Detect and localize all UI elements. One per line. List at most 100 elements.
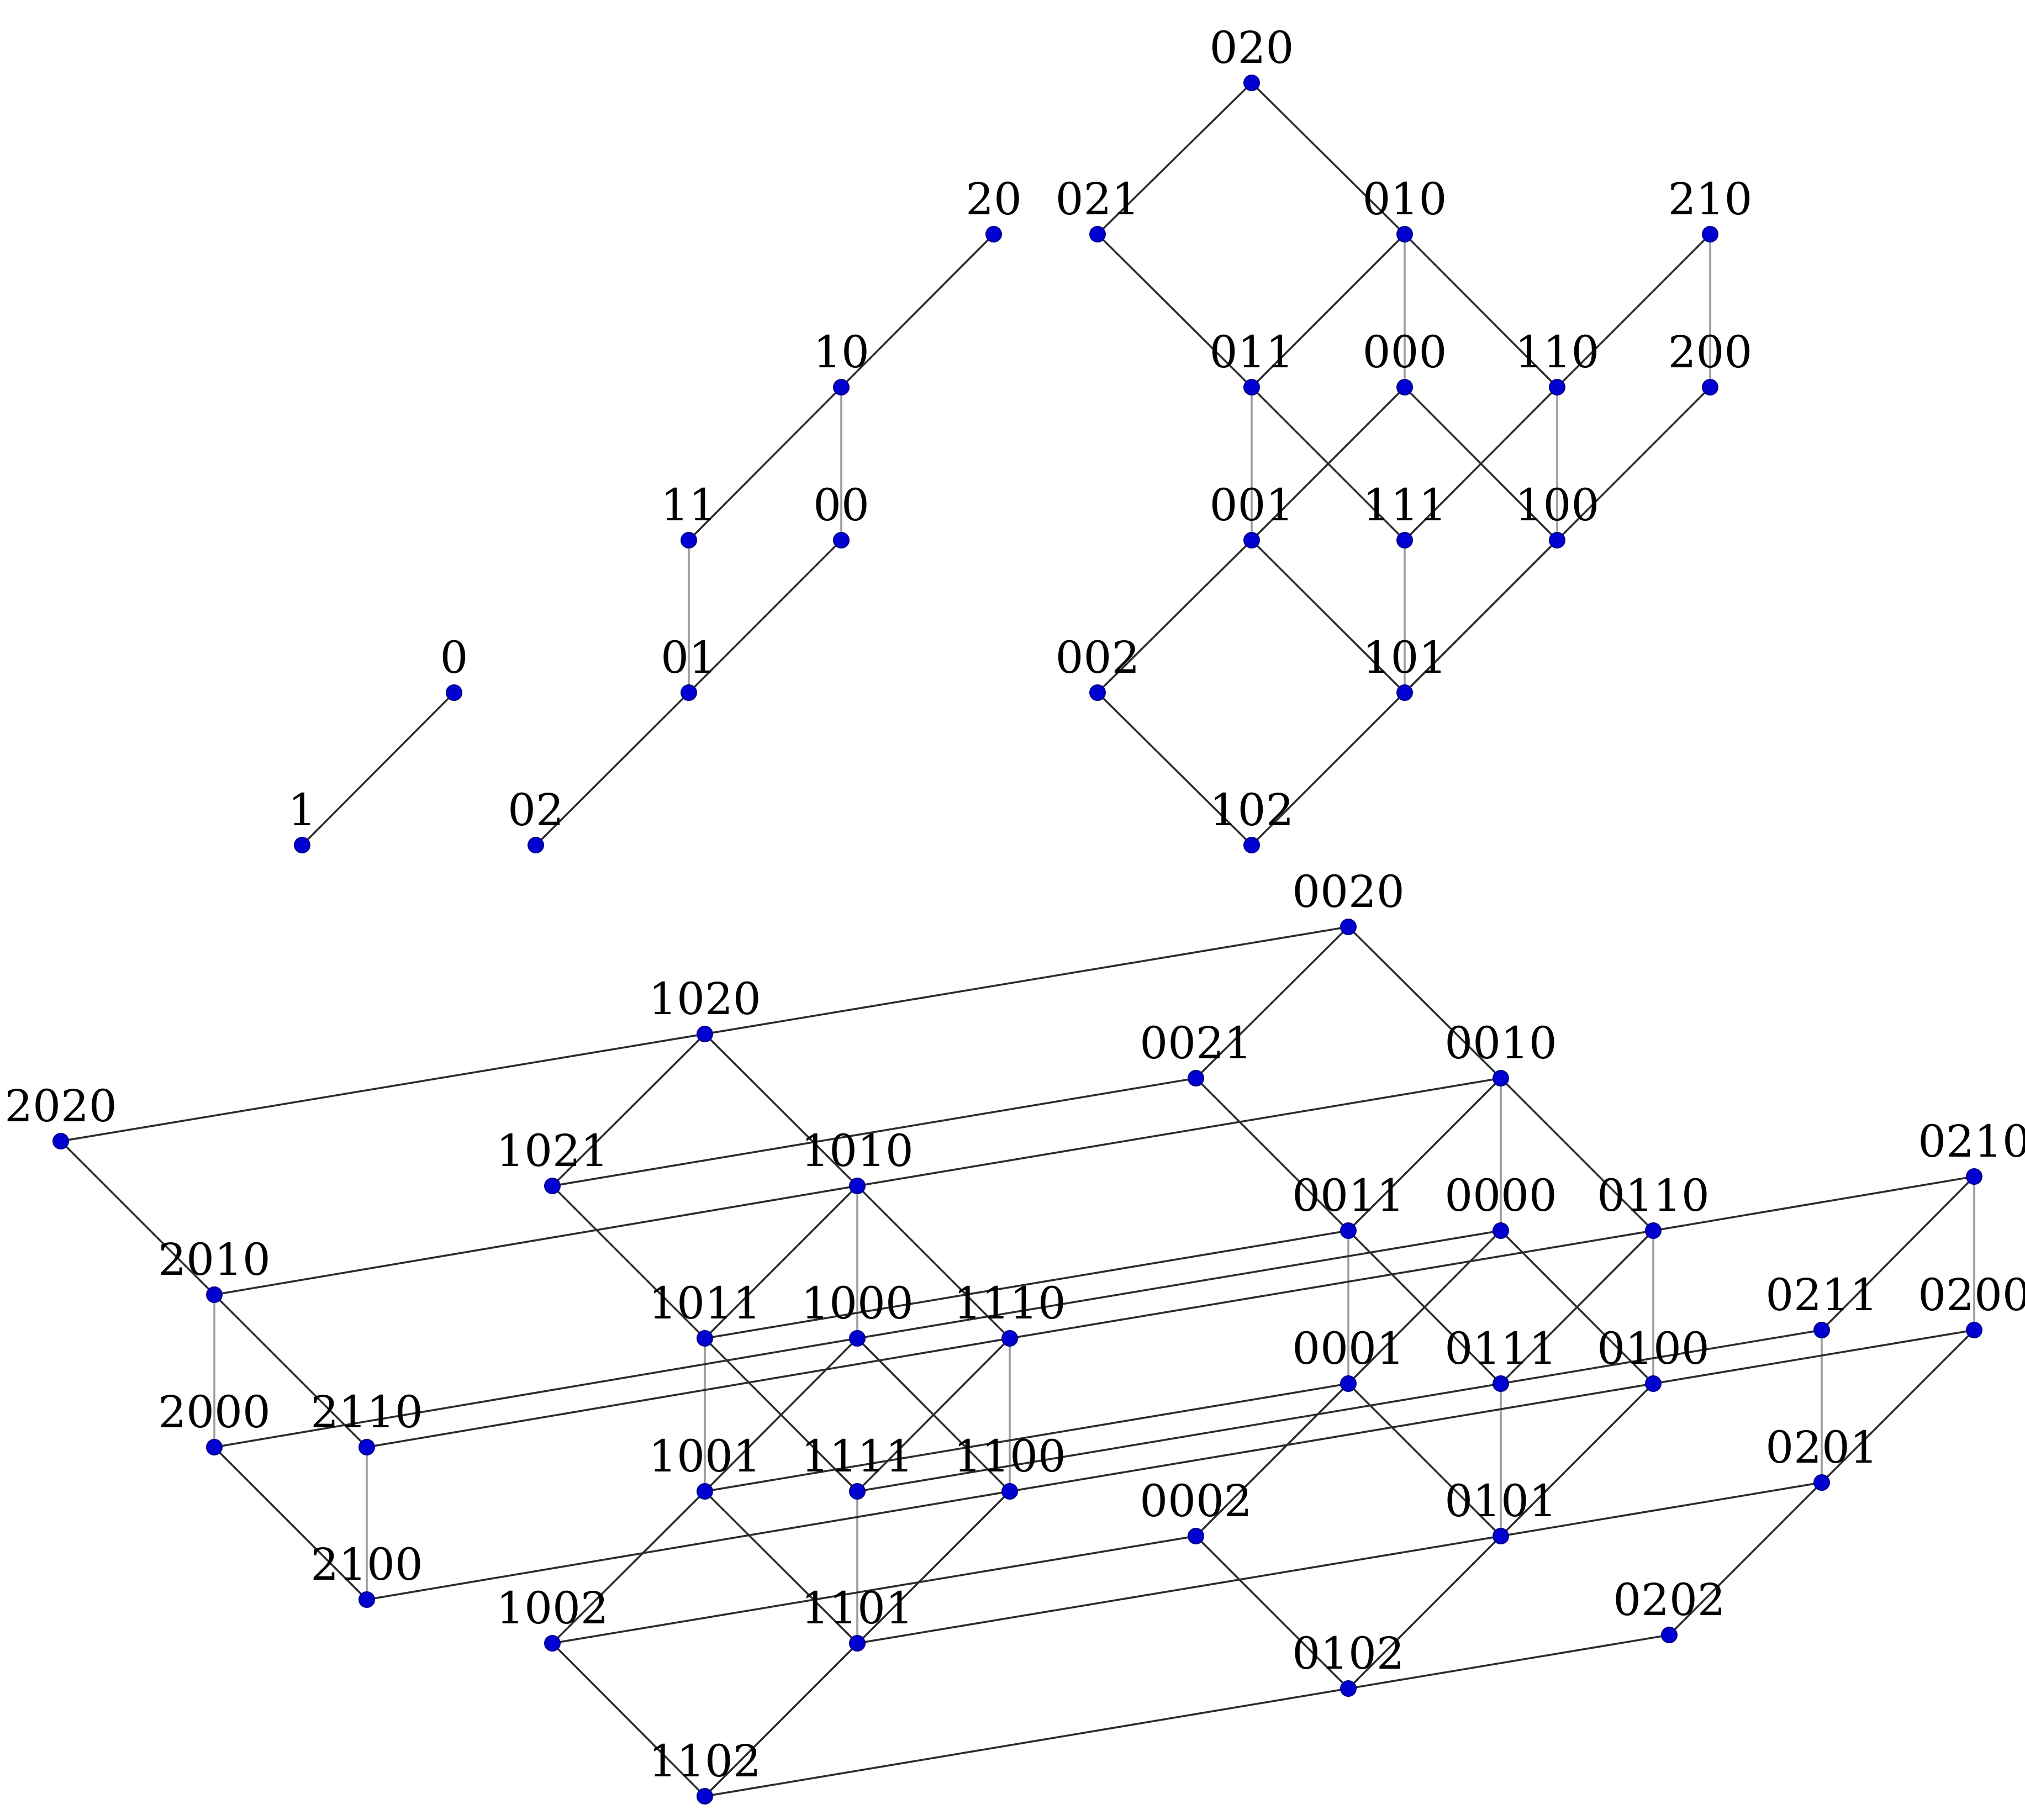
edge-1-0 [301,692,455,846]
edge-0110-0111 [1500,1230,1654,1385]
edge-0110-0210 [1653,1175,1975,1232]
edge-020-021 [1096,82,1253,235]
edge-1020-1021 [551,1033,706,1187]
node-1100 [1001,1483,1018,1500]
node-label-02: 02 [508,784,564,836]
node-00 [833,532,850,548]
edge-1020-0020 [704,926,1349,1035]
node-02 [528,837,544,853]
node-1011 [697,1330,713,1347]
edge-0010-0011 [1347,1077,1502,1232]
node-label-0000: 0000 [1444,1170,1557,1221]
node-label-0202: 0202 [1613,1574,1726,1626]
node-1000 [849,1330,866,1347]
node-label-0020: 0020 [1292,866,1405,917]
node-1102 [697,1788,713,1805]
node-0100 [1645,1375,1662,1392]
edge-2100-1100 [366,1490,1010,1601]
edge-0200-0201 [1821,1329,1975,1484]
edge-001-101 [1251,539,1406,694]
edge-0101-0201 [1500,1481,1822,1537]
node-020 [1243,75,1260,91]
node-label-1010: 1010 [801,1125,914,1177]
node-110 [1549,379,1565,395]
edge-1100-0100 [1009,1383,1654,1492]
edge-0210-0211 [1821,1175,1975,1331]
node-label-002: 002 [1056,632,1140,683]
edge-1021-0021 [552,1077,1196,1187]
node-label-0021: 0021 [1140,1017,1252,1069]
node-2010 [206,1286,223,1303]
node-label-0211: 0211 [1765,1269,1878,1321]
edge-210-110 [1556,233,1711,388]
edge-1010-1011 [704,1185,858,1339]
edge-1001-0001 [704,1383,1349,1492]
node-1021 [544,1178,561,1194]
edge-0002-0102 [1195,1535,1349,1690]
edge-1002-0002 [552,1535,1196,1644]
node-label-1100: 1100 [953,1431,1066,1482]
node-label-2100: 2100 [310,1539,423,1590]
nodes-layer [52,75,1982,1805]
edge-1000-0000 [857,1230,1501,1339]
node-label-1110: 1110 [953,1278,1066,1329]
node-label-110: 110 [1515,326,1600,378]
node-label-210: 210 [1668,173,1753,225]
edge-2020-2010 [60,1140,215,1296]
node-102 [1243,837,1260,853]
node-label-0111: 0111 [1444,1323,1557,1374]
edge-0020-0021 [1195,926,1349,1079]
edge-0102-0202 [1348,1634,1670,1690]
node-1002 [544,1635,561,1652]
edge-1001-1101 [704,1490,858,1644]
node-002 [1089,684,1106,701]
node-label-00: 00 [813,479,869,531]
node-0002 [1188,1528,1204,1544]
node-010 [1396,226,1413,242]
edge-0001-0002 [1195,1383,1349,1537]
node-label-0011: 0011 [1292,1170,1405,1221]
edge-00-01 [688,539,842,694]
node-label-0001: 0001 [1292,1323,1405,1374]
node-label-1: 1 [288,784,317,836]
node-label-102: 102 [1210,784,1294,836]
node-label-0201: 0201 [1765,1422,1878,1473]
node-001 [1243,532,1260,548]
node-0011 [1340,1222,1357,1239]
node-0 [446,684,462,701]
node-label-0200: 0200 [1918,1269,2025,1321]
edge-0021-0011 [1195,1077,1349,1232]
node-0202 [1661,1627,1678,1643]
node-label-2010: 2010 [158,1234,271,1285]
node-000 [1396,379,1413,395]
node-label-021: 021 [1056,173,1140,225]
node-0000 [1493,1222,1509,1239]
edge-1110-0110 [1009,1230,1654,1339]
node-0110 [1645,1222,1662,1239]
edge-0201-0202 [1668,1481,1823,1636]
node-label-1021: 1021 [496,1125,609,1177]
node-label-20: 20 [966,173,1022,225]
node-label-011: 011 [1210,326,1294,378]
node-200 [1702,379,1718,395]
node-0020 [1340,919,1357,935]
edge-1000-1001 [704,1337,858,1492]
node-label-0101: 0101 [1444,1475,1557,1527]
node-label-200: 200 [1668,326,1753,378]
node-label-020: 020 [1210,22,1294,73]
node-label-0110: 0110 [1597,1170,1710,1221]
node-label-1001: 1001 [648,1431,761,1482]
edge-2020-1020 [60,1033,705,1142]
node-label-1101: 1101 [801,1582,914,1634]
node-1001 [697,1483,713,1500]
node-label-11: 11 [661,479,717,531]
node-1111 [849,1483,866,1500]
node-101 [1396,684,1413,701]
edge-0001-0101 [1347,1383,1502,1537]
node-2100 [358,1591,375,1608]
node-1 [294,837,310,853]
edge-110-111 [1404,386,1558,541]
edge-1010-0010 [857,1077,1501,1187]
node-021 [1089,226,1106,242]
edge-010-011 [1251,233,1406,388]
